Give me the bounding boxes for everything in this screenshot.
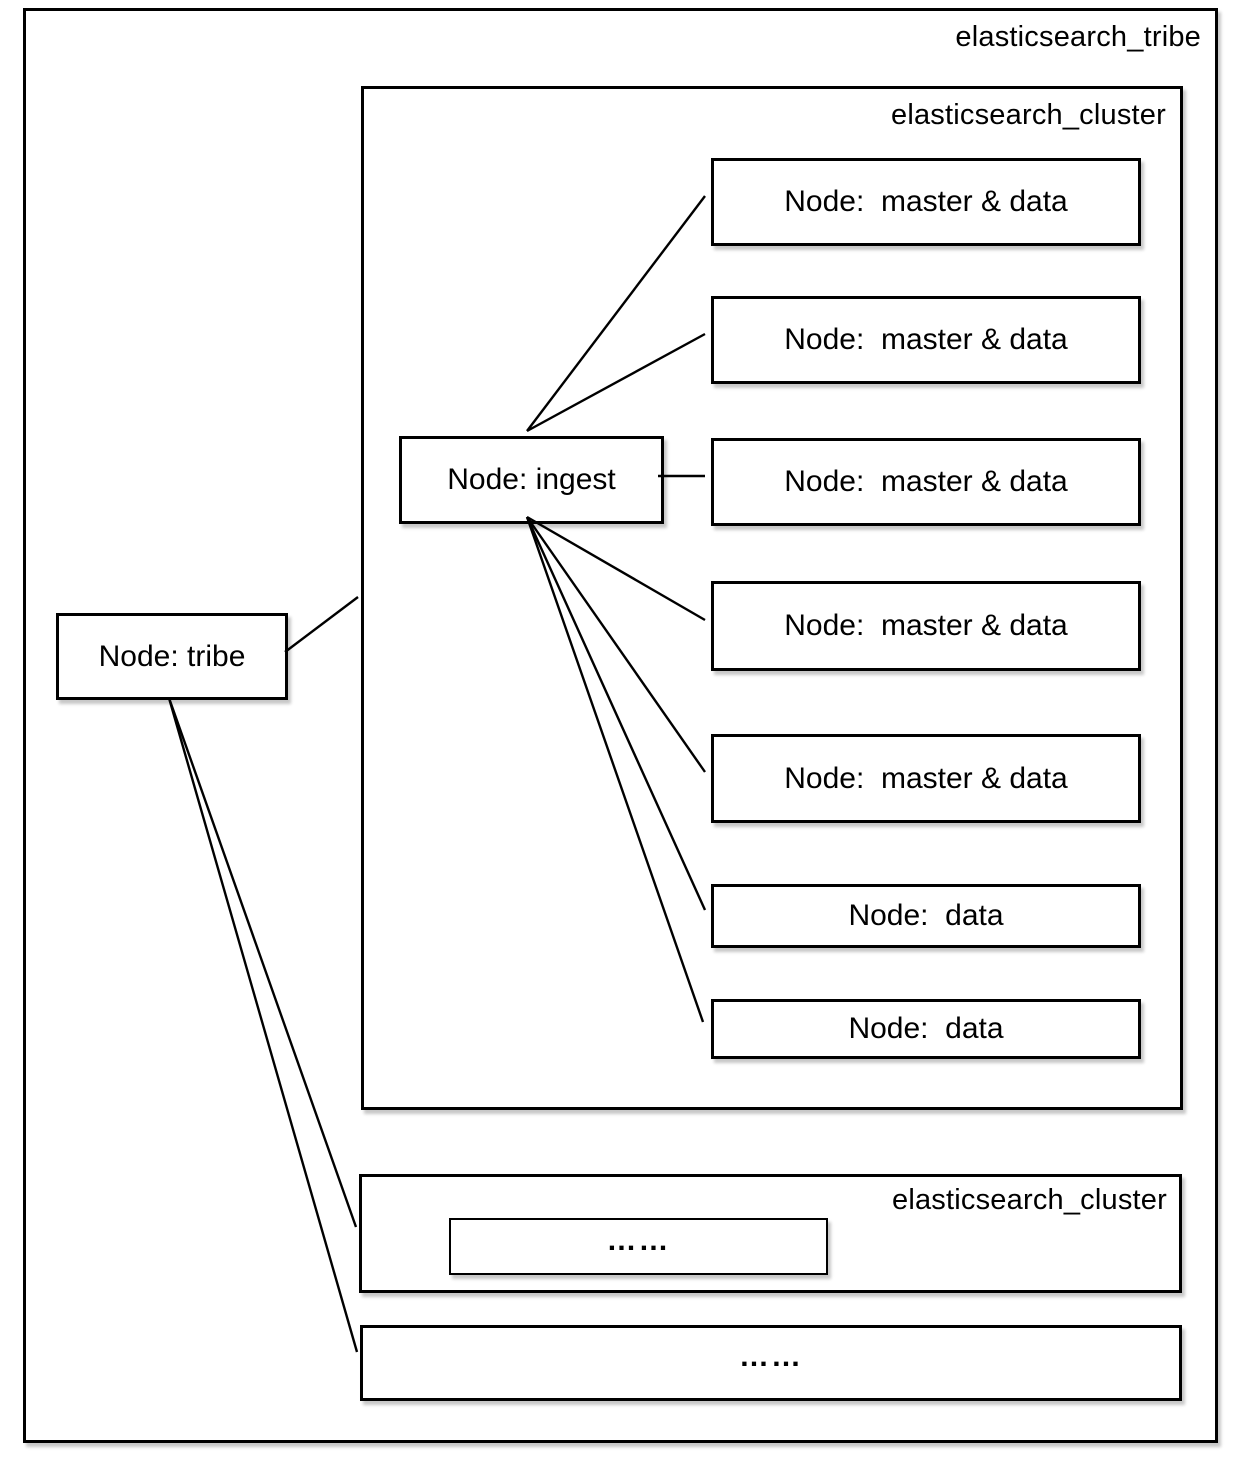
connector-tribe-to-more-clusters — [167, 697, 359, 1353]
node-master-data-1: Node: master & data — [711, 158, 1141, 246]
cluster2-placeholder-box: …… — [449, 1218, 828, 1275]
node-master-data-2: Node: master & data — [711, 296, 1141, 384]
cluster1-box: elasticsearch_cluster Node: ingest Node:… — [361, 86, 1183, 1110]
connector-ingest-to-node1 — [526, 195, 706, 432]
node-master-data-4: Node: master & data — [711, 581, 1141, 671]
connector-ingest-to-node2 — [526, 332, 706, 433]
node-data-1: Node: data — [711, 884, 1141, 948]
node-master-data-5: Node: master & data — [711, 734, 1141, 823]
tribe-boundary-box: elasticsearch_tribe elasticsearch_cluste… — [23, 8, 1218, 1443]
cluster2-placeholder-dots: …… — [606, 1223, 671, 1257]
cluster2-box: elasticsearch_cluster …… — [359, 1174, 1182, 1293]
connector-tribe-to-cluster1 — [284, 596, 359, 653]
tribe-boundary-label: elasticsearch_tribe — [955, 21, 1201, 53]
node-tribe: Node: tribe — [56, 613, 288, 700]
connector-ingest-to-node7 — [525, 516, 705, 1023]
cluster1-label: elasticsearch_cluster — [891, 99, 1166, 131]
node-master-data-3: Node: master & data — [711, 438, 1141, 526]
node-ingest: Node: ingest — [399, 436, 664, 524]
cluster2-label: elasticsearch_cluster — [892, 1184, 1167, 1216]
more-clusters-dots: …… — [739, 1340, 803, 1373]
connector-ingest-to-node5 — [526, 516, 706, 773]
node-data-2: Node: data — [711, 999, 1141, 1059]
connector-ingest-to-node6 — [525, 516, 707, 911]
connector-tribe-to-cluster2 — [167, 697, 358, 1228]
connector-ingest-to-node4 — [526, 515, 706, 622]
more-clusters-box: …… — [360, 1325, 1182, 1401]
